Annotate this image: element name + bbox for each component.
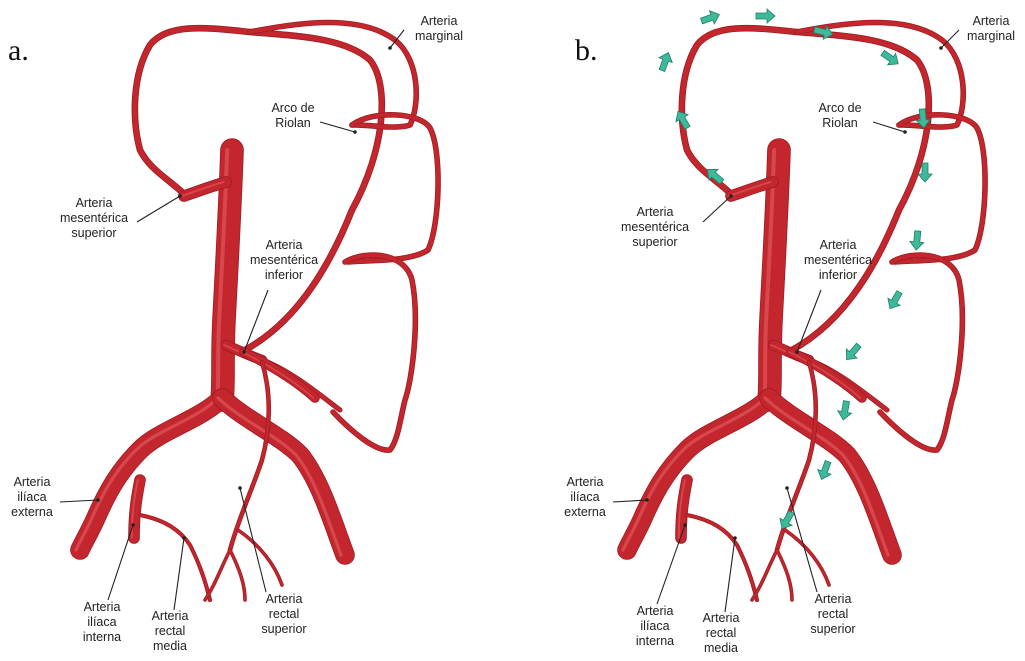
label-arteria-marginal: Arteria marginal: [960, 14, 1022, 44]
leader-marginal-dot: [939, 46, 943, 50]
label-arco-de-riolan: Arco de Riolan: [805, 101, 875, 131]
panel-a: a. Arteria marginal Arco de Riolan Arter…: [0, 0, 512, 661]
marginal-loop-lower: [880, 255, 962, 450]
flow-arrow-4: [699, 8, 722, 28]
leader-sma-dot: [178, 194, 182, 198]
leader-sup-rectal: [787, 488, 817, 592]
panel-b-letter: b.: [575, 34, 598, 68]
flow-arrow-11: [884, 289, 906, 312]
leader-sma-dot: [729, 194, 733, 198]
panel-a-illustration: [0, 0, 512, 661]
leader-ima-dot: [795, 350, 799, 354]
leader-mid-rectal: [725, 538, 735, 612]
label-arteria-rectal-superior: Arteria rectal superior: [254, 592, 314, 637]
label-arteria-mesenterica-superior: Arteria mesentérica superior: [613, 205, 697, 250]
leader-sma: [703, 196, 731, 222]
flow-arrow-12: [841, 341, 864, 365]
leader-sup-rectal-dot: [785, 486, 789, 490]
superior-rectal-artery: [230, 362, 269, 550]
marginal-artery: [135, 28, 382, 350]
label-arteria-iliaca-externa: Arteria ilíaca externa: [2, 475, 62, 520]
label-arteria-rectal-superior: Arteria rectal superior: [803, 592, 863, 637]
leader-sup-rectal: [240, 488, 266, 592]
label-arteria-mesenterica-inferior: Arteria mesentérica inferior: [796, 238, 880, 283]
panel-b-illustration: [555, 0, 1025, 661]
panel-b: b. Arteria marginal Arco de Riolan Arter…: [555, 0, 1025, 661]
label-arteria-marginal: Arteria marginal: [404, 14, 474, 44]
panel-a-letter: a.: [8, 34, 29, 68]
label-arteria-rectal-media: Arteria rectal media: [691, 611, 751, 656]
flow-arrow-1: [655, 50, 675, 73]
ima-branch: [242, 352, 315, 398]
leader-marginal-dot: [388, 46, 392, 50]
label-arteria-mesenterica-inferior: Arteria mesentérica inferior: [242, 238, 326, 283]
leader-int-iliac: [108, 525, 133, 600]
leader-mid-rectal-dot: [733, 536, 737, 540]
leader-sup-rectal-dot: [238, 486, 242, 490]
leader-sma: [137, 196, 180, 222]
left-common-iliac: [76, 398, 222, 550]
label-arteria-mesenterica-superior: Arteria mesentérica superior: [52, 196, 136, 241]
rectal-twigs: [205, 530, 282, 600]
flow-arrow-14: [815, 459, 835, 482]
label-arco-de-riolan: Arco de Riolan: [258, 101, 328, 131]
leader-riolan-dot: [903, 130, 907, 134]
left-common-iliac: [623, 398, 769, 550]
middle-rectal-artery: [687, 515, 757, 600]
rectal-twigs: [752, 530, 829, 600]
internal-iliac: [132, 480, 140, 538]
leader-mid-rectal: [174, 538, 184, 610]
label-arteria-iliaca-externa: Arteria ilíaca externa: [555, 475, 615, 520]
leader-riolan-dot: [353, 130, 357, 134]
label-arteria-iliaca-interna: Arteria ilíaca interna: [72, 600, 132, 645]
leader-ext-iliac-dot: [645, 498, 649, 502]
leader-int-iliac: [657, 525, 685, 604]
leader-ext-iliac-dot: [96, 498, 100, 502]
leader-int-iliac-dot: [131, 523, 135, 527]
middle-rectal-artery: [140, 515, 210, 600]
leader-int-iliac-dot: [683, 523, 687, 527]
label-arteria-rectal-media: Arteria rectal media: [140, 609, 200, 654]
leader-ext-iliac: [60, 500, 98, 502]
label-arteria-iliaca-interna: Arteria ilíaca interna: [625, 604, 685, 649]
leader-ima-dot: [242, 350, 246, 354]
flow-arrow-10: [909, 230, 925, 250]
flow-arrow-5: [756, 9, 775, 23]
leader-mid-rectal-dot: [182, 536, 186, 540]
marginal-loop-lower: [333, 255, 415, 450]
flow-arrow-13: [836, 400, 853, 421]
